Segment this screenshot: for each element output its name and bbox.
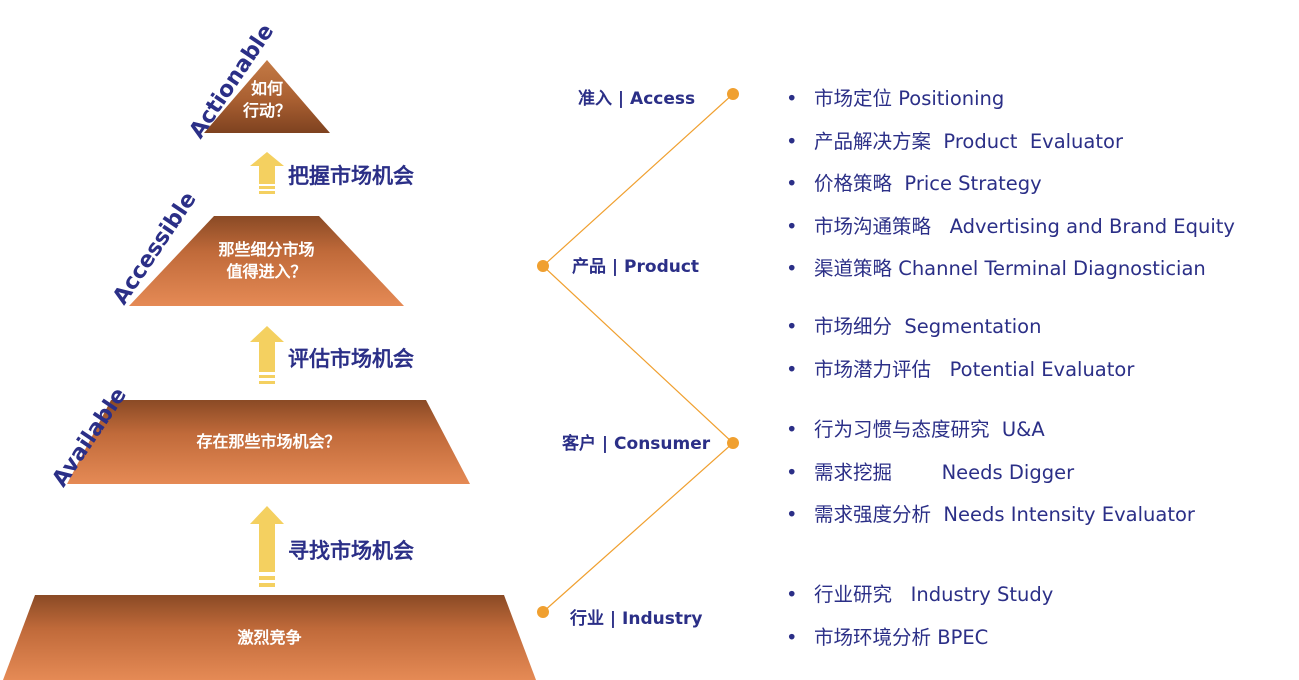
list-item: 行为习惯与态度研究 U&A [786, 417, 1195, 460]
up-arrow-icon [250, 326, 284, 384]
bullet-list-consumer: 行为习惯与态度研究 U&A 需求挖掘 Needs Digger 需求强度分析 N… [786, 417, 1195, 545]
list-item: 市场潜力评估 Potential Evaluator [786, 357, 1134, 400]
bullet-list-access: 市场定位 Positioning 产品解决方案 Product Evaluato… [786, 86, 1235, 299]
apex-label-line-1: 如何 [250, 79, 283, 98]
step-find-opportunity: 寻找市场机会 [288, 539, 414, 563]
tier-available: 存在那些市场机会？ [67, 400, 470, 484]
list-item: 市场定位 Positioning [786, 86, 1235, 129]
node-dot-access [727, 88, 739, 100]
node-label-access: 准入 | Access [578, 89, 696, 109]
node-label-industry: 行业 | Industry [570, 609, 703, 629]
list-item: 市场细分 Segmentation [786, 314, 1134, 357]
list-item: 市场环境分析 BPEC [786, 625, 1053, 668]
tier-base-label: 激烈竞争 [237, 627, 302, 647]
list-item: 行业研究 Industry Study [786, 582, 1053, 625]
node-dot-consumer [727, 437, 739, 449]
apex-label: 如何 行动？ [204, 78, 330, 121]
list-item: 价格策略 Price Strategy [786, 171, 1235, 214]
bullet-list-industry: 行业研究 Industry Study 市场环境分析 BPEC [786, 582, 1053, 667]
node-label-consumer: 客户 | Consumer [562, 434, 711, 454]
list-item: 产品解决方案 Product Evaluator [786, 129, 1235, 172]
up-arrow-icon [250, 152, 284, 194]
list-item: 渠道策略 Channel Terminal Diagnostician [786, 256, 1235, 299]
tier-available-label: 存在那些市场机会？ [196, 432, 341, 452]
node-label-product: 产品 | Product [572, 257, 700, 277]
up-arrow-icon [250, 506, 284, 587]
bullet-list-product: 市场细分 Segmentation 市场潜力评估 Potential Evalu… [786, 314, 1134, 399]
list-item: 需求强度分析 Needs Intensity Evaluator [786, 502, 1195, 545]
tier-base: 激烈竞争 [3, 595, 536, 680]
step-evaluate-opportunity: 评估市场机会 [288, 347, 414, 371]
node-dot-product [537, 260, 549, 272]
list-item: 需求挖掘 Needs Digger [786, 460, 1195, 503]
tier-accessible-line-2: 值得进入？ [226, 262, 307, 281]
list-item: 市场沟通策略 Advertising and Brand Equity [786, 214, 1235, 257]
tier-accessible-line-1: 那些细分市场 [218, 240, 315, 260]
step-grasp-opportunity: 把握市场机会 [288, 164, 414, 188]
node-dot-industry [537, 606, 549, 618]
apex-label-line-2: 行动？ [242, 100, 291, 120]
